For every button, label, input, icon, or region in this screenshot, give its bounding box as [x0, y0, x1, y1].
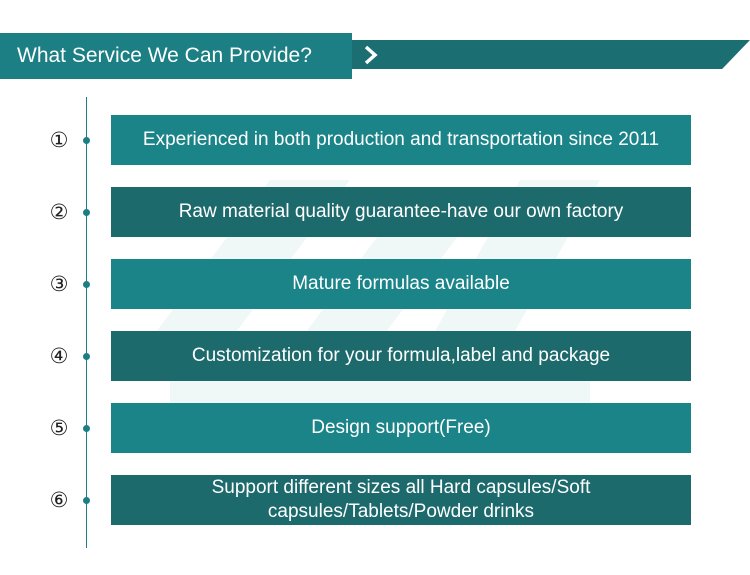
timeline-dot	[83, 353, 90, 360]
item-number: ⑥	[49, 488, 69, 512]
service-item: Raw material quality guarantee-have our …	[111, 187, 691, 237]
header-band	[352, 40, 750, 69]
section-title: What Service We Can Provide?	[0, 33, 352, 79]
timeline-dot	[83, 209, 90, 216]
service-item: Support different sizes all Hard capsule…	[111, 475, 691, 525]
chevron-right-icon	[364, 45, 378, 65]
timeline-dot	[83, 497, 90, 504]
timeline-dot	[83, 137, 90, 144]
item-number: ①	[49, 128, 69, 152]
timeline-dot	[83, 425, 90, 432]
service-item: Mature formulas available	[111, 259, 691, 309]
service-item: Design support(Free)	[111, 403, 691, 453]
timeline-line	[86, 97, 87, 548]
timeline-dot	[83, 281, 90, 288]
item-number: ②	[49, 200, 69, 224]
service-item: Experienced in both production and trans…	[111, 115, 691, 165]
item-number: ⑤	[49, 416, 69, 440]
service-item: Customization for your formula,label and…	[111, 331, 691, 381]
item-number: ④	[49, 344, 69, 368]
item-number: ③	[49, 272, 69, 296]
